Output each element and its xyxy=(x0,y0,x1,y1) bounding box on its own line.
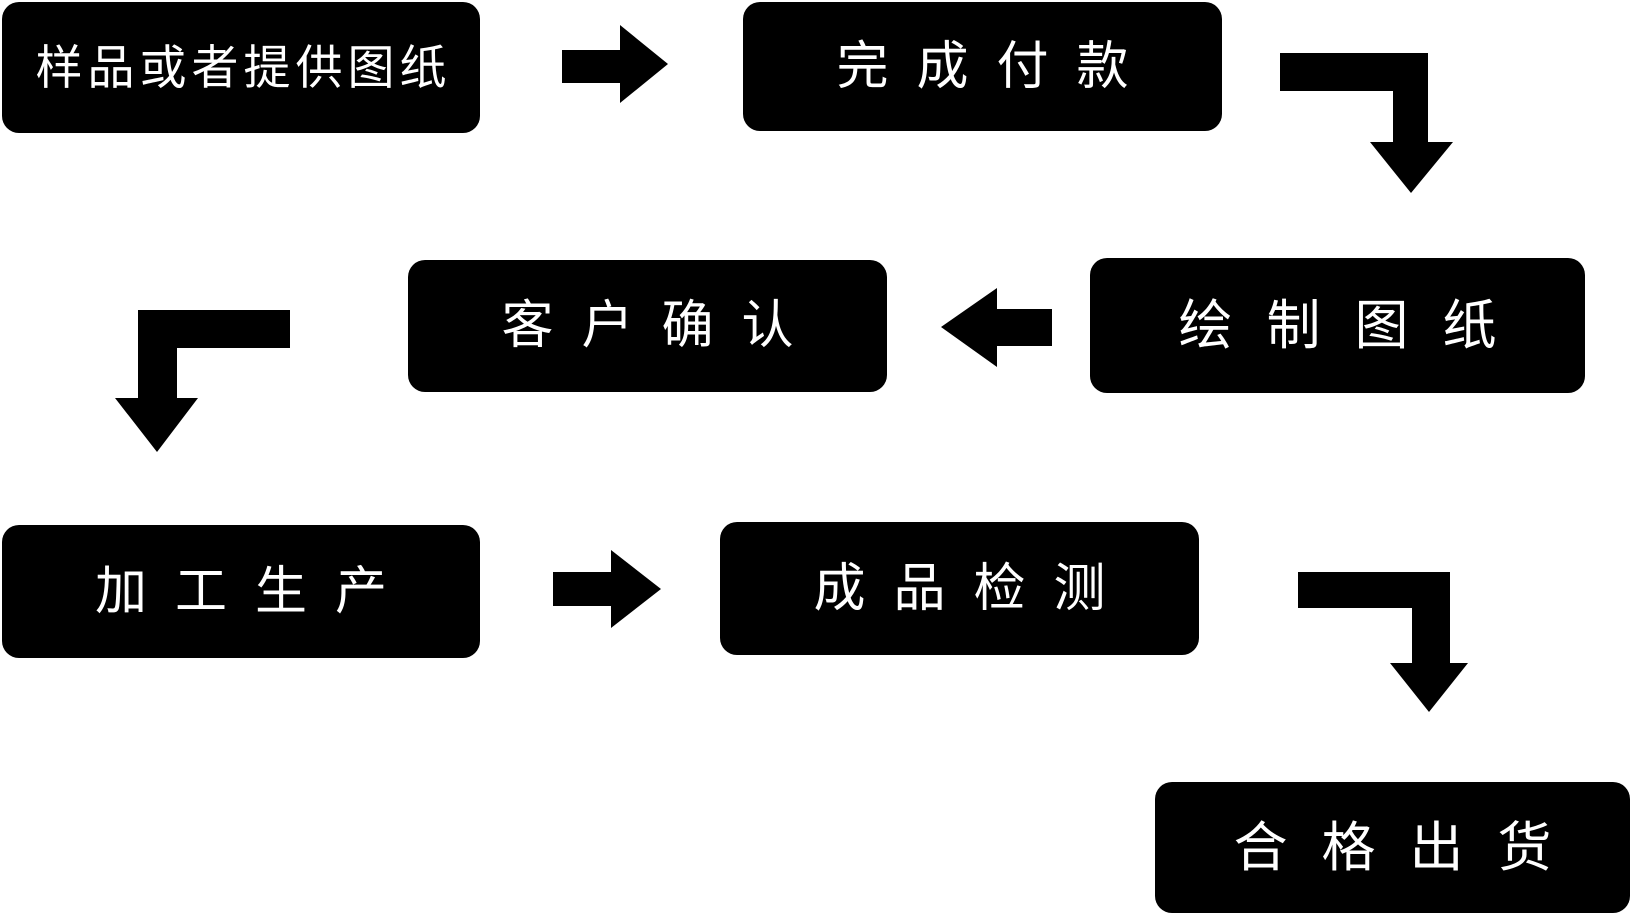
node-complete-payment: 完成付款 xyxy=(743,2,1222,131)
node-processing-production-label: 加工生产 xyxy=(94,562,415,621)
arrow-production-to-inspection-icon xyxy=(553,550,661,628)
arrow-sample-to-payment-icon xyxy=(562,25,668,103)
node-customer-confirmation: 客户确认 xyxy=(408,260,887,392)
arrow-payment-to-drawing-elbow-icon xyxy=(1280,53,1453,193)
node-customer-confirmation-label: 客户确认 xyxy=(501,297,822,355)
node-sample-or-drawing: 样品或者提供图纸 xyxy=(2,2,480,133)
arrow-inspection-to-shipment-elbow-icon xyxy=(1298,572,1468,712)
node-qualified-shipment: 合格出货 xyxy=(1155,782,1630,913)
node-qualified-shipment-label: 合格出货 xyxy=(1233,817,1586,878)
node-product-inspection-label: 成品检测 xyxy=(813,559,1134,618)
node-complete-payment-label: 完成付款 xyxy=(836,37,1157,96)
node-processing-production: 加工生产 xyxy=(2,525,480,658)
arrow-drawing-to-confirm-icon xyxy=(941,288,1052,367)
node-draw-drawings: 绘制图纸 xyxy=(1090,258,1585,393)
node-draw-drawings-label: 绘制图纸 xyxy=(1178,295,1531,356)
node-sample-or-drawing-label: 样品或者提供图纸 xyxy=(35,41,452,94)
arrow-confirm-to-production-elbow-icon xyxy=(115,310,290,452)
node-product-inspection: 成品检测 xyxy=(720,522,1199,655)
